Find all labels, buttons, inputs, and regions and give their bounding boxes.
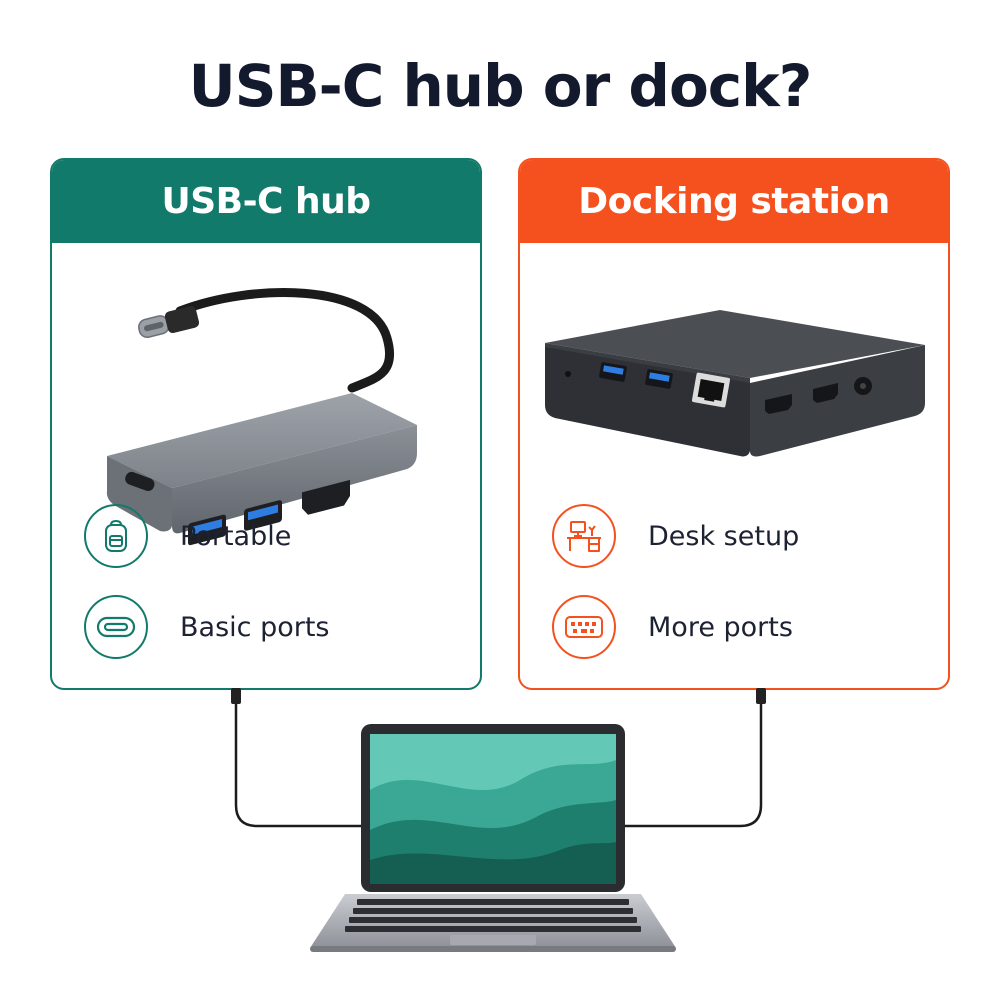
hub-card-header: USB-C hub xyxy=(52,160,480,243)
hub-feature-label-portable: Portable xyxy=(180,520,292,552)
hub-cable xyxy=(231,688,362,828)
dock-cable xyxy=(615,688,766,828)
usb-c-hub-card: USB-C hub xyxy=(50,158,482,690)
desk-icon xyxy=(552,504,616,568)
hub-feature-basic-ports: Basic ports xyxy=(84,594,329,660)
docking-station-image xyxy=(545,310,925,457)
backpack-icon xyxy=(84,504,148,568)
dock-feature-label-more-ports: More ports xyxy=(648,611,793,643)
hub-feature-portable: Portable xyxy=(84,503,291,569)
hdmi-port-icon xyxy=(84,595,148,659)
port-panel-icon xyxy=(552,595,616,659)
dock-card-header: Docking station xyxy=(520,160,948,243)
dock-feature-desk-setup: Desk setup xyxy=(552,503,799,569)
dock-feature-label-desk-setup: Desk setup xyxy=(648,520,800,552)
docking-station-card: Docking station xyxy=(518,158,950,690)
laptop-illustration xyxy=(310,724,676,952)
dock-feature-more-ports: More ports xyxy=(552,594,793,660)
page-title: USB-C hub or dock? xyxy=(188,52,813,120)
hub-feature-label-basic-ports: Basic ports xyxy=(180,611,330,643)
usb-c-hub-image xyxy=(106,288,417,546)
